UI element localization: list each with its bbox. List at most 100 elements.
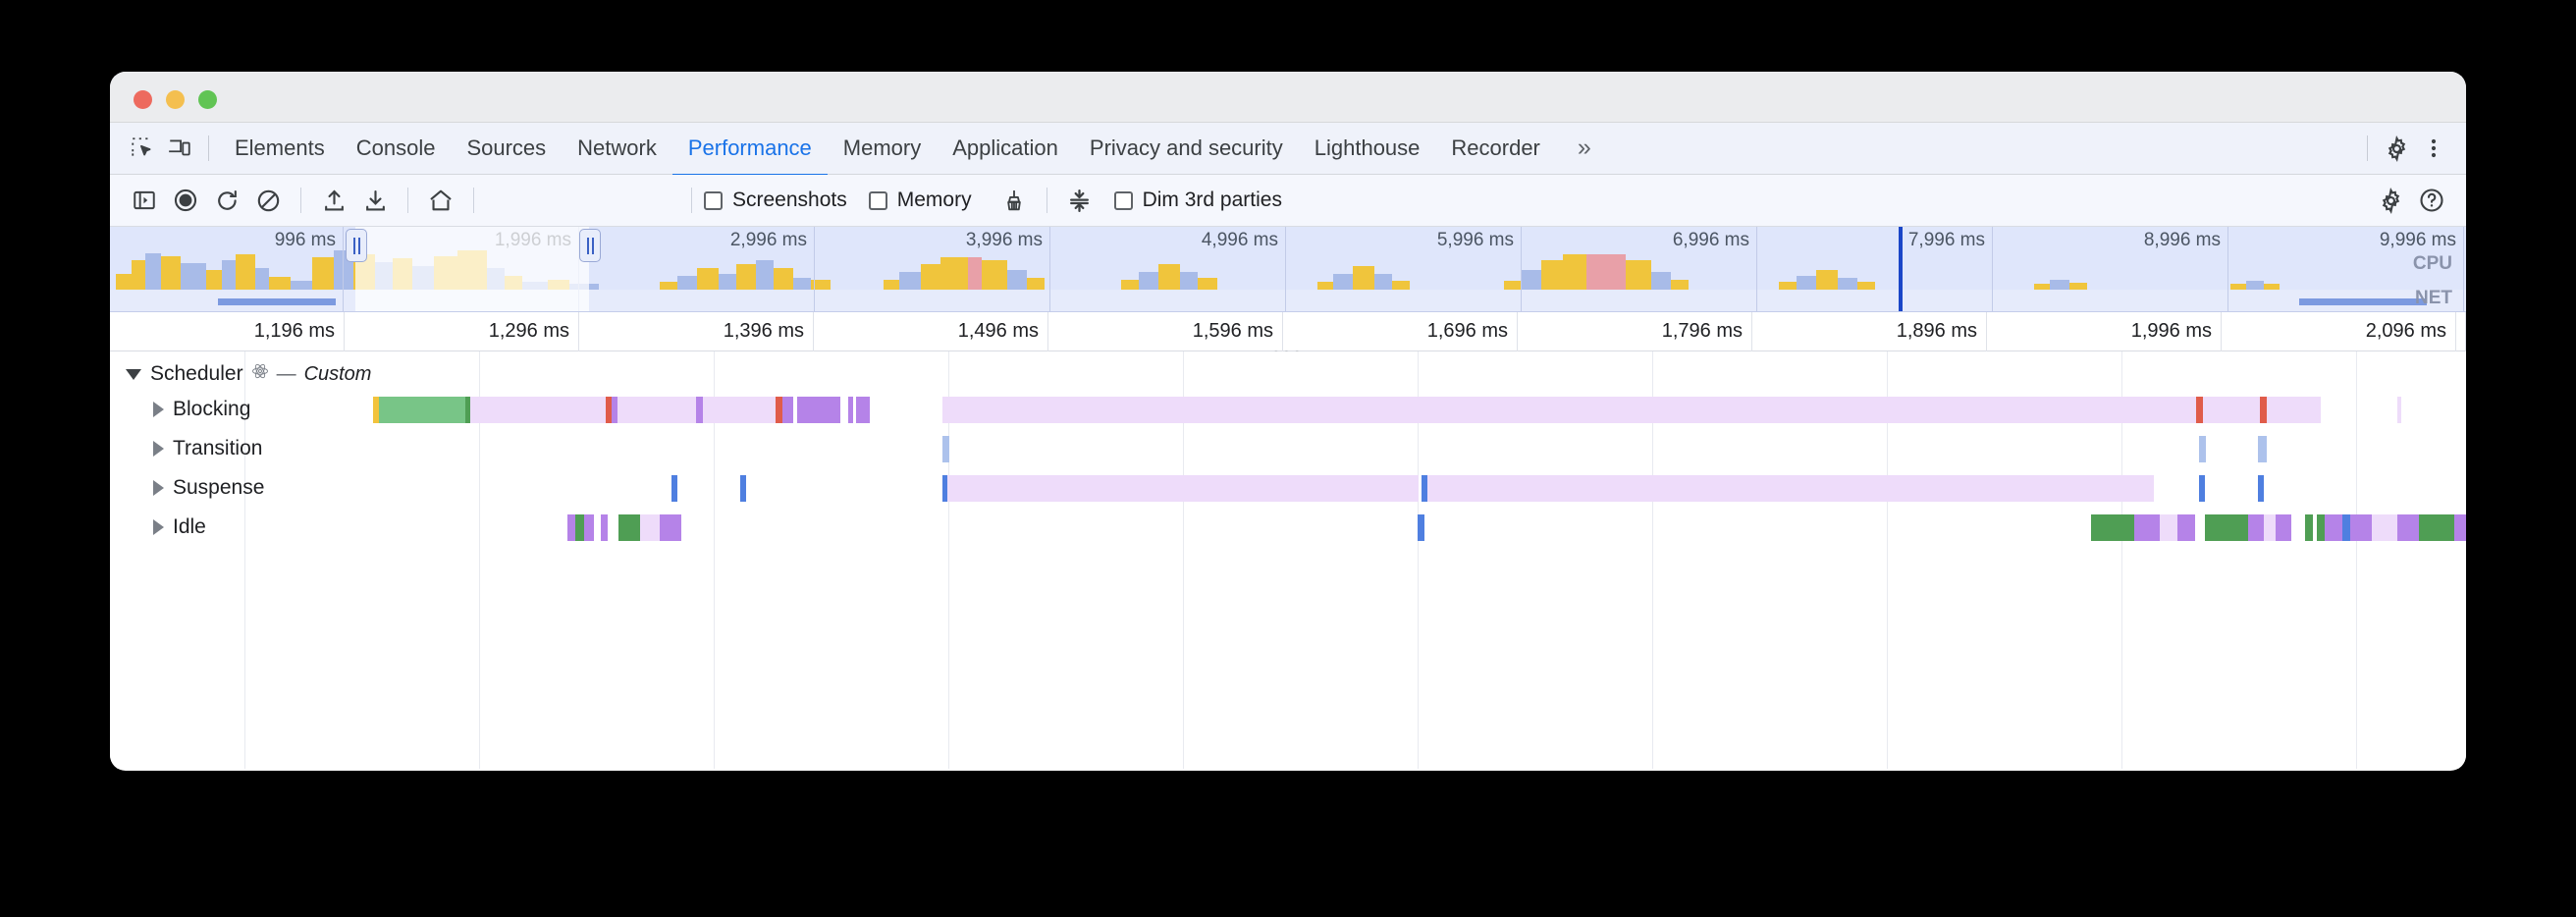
- help-icon[interactable]: [2411, 182, 2452, 219]
- group-subtitle: Custom: [303, 362, 372, 385]
- tab-console[interactable]: Console: [355, 135, 436, 160]
- group-title: Scheduler: [150, 362, 243, 385]
- toolbar-divider: [473, 188, 474, 213]
- memory-checkbox[interactable]: Memory: [868, 189, 972, 212]
- overview-tick-label: 4,996 ms: [1201, 230, 1278, 250]
- network-overview-graph: [110, 290, 2466, 311]
- cpu-label: CPU: [2412, 253, 2452, 274]
- window-close-button[interactable]: [134, 90, 152, 109]
- gear-icon[interactable]: [2370, 182, 2411, 219]
- track-row-blocking[interactable]: Blocking: [110, 391, 2466, 428]
- overview-selection-window[interactable]: [355, 227, 589, 311]
- track-row-suspense[interactable]: Suspense: [110, 469, 2466, 507]
- track-row-transition[interactable]: Transition: [110, 430, 2466, 467]
- group-dash: —: [276, 362, 296, 385]
- checkbox-box[interactable]: [868, 190, 887, 210]
- gear-icon[interactable]: [2378, 130, 2415, 167]
- home-icon[interactable]: [420, 182, 461, 219]
- screenshots-label: Screenshots: [732, 189, 847, 211]
- track-row-idle[interactable]: Idle: [110, 509, 2466, 546]
- group-scheduler[interactable]: Scheduler — Custom: [126, 355, 371, 393]
- tab-performance[interactable]: Performance: [671, 122, 828, 177]
- toolbar-divider: [407, 188, 408, 213]
- devtools-window: Elements Console Sources Network Perform…: [110, 72, 2466, 771]
- clear-icon[interactable]: [247, 182, 289, 219]
- download-profile-icon[interactable]: [354, 182, 396, 219]
- window-maximize-button[interactable]: [198, 90, 217, 109]
- tab-memory[interactable]: Memory: [842, 135, 922, 160]
- garbage-collect-broom-icon[interactable]: [993, 182, 1035, 219]
- track-label-text: Blocking: [173, 398, 251, 420]
- track-idle[interactable]: Idle: [153, 509, 206, 546]
- track-group-header[interactable]: Scheduler — Custom: [110, 355, 2466, 393]
- timeline-overview[interactable]: 996 ms 1,996 ms 2,996 ms 3,996 ms 4,996 …: [110, 227, 2466, 312]
- window-titlebar: [110, 72, 2466, 123]
- overview-tick-label: 6,996 ms: [1672, 230, 1749, 250]
- tab-lighthouse[interactable]: Lighthouse: [1314, 135, 1421, 160]
- overview-tick-label: 7,996 ms: [1907, 230, 1985, 250]
- track-label-text: Suspense: [173, 476, 265, 499]
- more-tabs-icon[interactable]: »: [1577, 134, 1591, 161]
- ruler-tick-label: 1,296 ms: [488, 320, 569, 342]
- ruler-tick-label: 1,796 ms: [1661, 320, 1743, 342]
- tab-sources[interactable]: Sources: [466, 135, 547, 160]
- overview-window-right-handle[interactable]: [579, 229, 601, 262]
- overview-window-left-handle[interactable]: [346, 229, 367, 262]
- overview-tick-label: 996 ms: [274, 230, 336, 250]
- ruler-tick-label: 2,096 ms: [2365, 320, 2446, 342]
- overview-tick-label: 2,996 ms: [729, 230, 807, 250]
- overview-tick-label: 5,996 ms: [1436, 230, 1514, 250]
- toolbar-divider: [208, 135, 209, 161]
- cpu-throttling-icon[interactable]: [1059, 182, 1100, 219]
- track-label-text: Transition: [173, 437, 263, 459]
- device-toolbar-icon[interactable]: [161, 130, 198, 167]
- ruler-tick-label: 1,996 ms: [2130, 320, 2212, 342]
- checkbox-box[interactable]: [1113, 190, 1133, 210]
- tabbar-right-divider: [2367, 135, 2368, 161]
- flamechart[interactable]: Scheduler — Custom Blocking: [110, 351, 2466, 769]
- track-suspense[interactable]: Suspense: [153, 469, 264, 507]
- tab-elements[interactable]: Elements: [235, 135, 325, 160]
- ruler-tick-label: 1,896 ms: [1896, 320, 1977, 342]
- kebab-menu-icon[interactable]: [2415, 130, 2452, 167]
- ruler-tick-label: 1,396 ms: [723, 320, 804, 342]
- tab-privacy-and-security[interactable]: Privacy and security: [1089, 135, 1283, 160]
- overview-tick-label: 9,996 ms: [2379, 230, 2456, 250]
- upload-profile-icon[interactable]: [313, 182, 354, 219]
- chevron-right-icon[interactable]: [153, 480, 164, 496]
- dim-3rd-parties-checkbox[interactable]: Dim 3rd parties: [1113, 189, 1282, 212]
- overview-time-marker: [1899, 227, 1903, 311]
- record-icon[interactable]: [165, 182, 206, 219]
- detail-timeline-ruler[interactable]: 1,196 ms 1,296 ms 1,396 ms 1,496 ms 1,59…: [110, 312, 2466, 365]
- inspect-element-icon[interactable]: [124, 130, 161, 167]
- net-label: NET: [2415, 288, 2452, 308]
- chevron-down-icon[interactable]: [126, 368, 141, 380]
- chevron-right-icon[interactable]: [153, 519, 164, 535]
- track-label-text: Idle: [173, 515, 206, 538]
- memory-label: Memory: [896, 189, 972, 211]
- toolbar-divider: [300, 188, 301, 213]
- overview-tick-label: 3,996 ms: [965, 230, 1043, 250]
- react-atom-icon: [251, 362, 269, 386]
- track-transition[interactable]: Transition: [153, 430, 262, 467]
- tab-recorder[interactable]: Recorder: [1451, 135, 1540, 160]
- tab-application[interactable]: Application: [952, 135, 1058, 160]
- track-blocking[interactable]: Blocking: [153, 391, 250, 428]
- ruler-tick-label: 1,696 ms: [1426, 320, 1508, 342]
- dim-3rd-parties-label: Dim 3rd parties: [1142, 189, 1282, 211]
- window-minimize-button[interactable]: [166, 90, 185, 109]
- ruler-tick-label: 1,596 ms: [1192, 320, 1273, 342]
- screenshots-checkbox[interactable]: Screenshots: [704, 189, 847, 212]
- overview-tick-label: 8,996 ms: [2143, 230, 2221, 250]
- checkbox-box[interactable]: [704, 190, 723, 210]
- chevron-right-icon[interactable]: [153, 402, 164, 417]
- toolbar-divider: [691, 188, 692, 213]
- performance-toolbar: Screenshots Memory Dim 3rd parties: [110, 175, 2466, 227]
- devtools-tabbar: Elements Console Sources Network Perform…: [110, 122, 2466, 177]
- chevron-right-icon[interactable]: [153, 441, 164, 457]
- toolbar-divider: [1046, 188, 1047, 213]
- sidebar-toggle-icon[interactable]: [124, 182, 165, 219]
- reload-and-record-icon[interactable]: [206, 182, 247, 219]
- ruler-tick-label: 1,496 ms: [957, 320, 1039, 342]
- tab-network[interactable]: Network: [577, 135, 657, 160]
